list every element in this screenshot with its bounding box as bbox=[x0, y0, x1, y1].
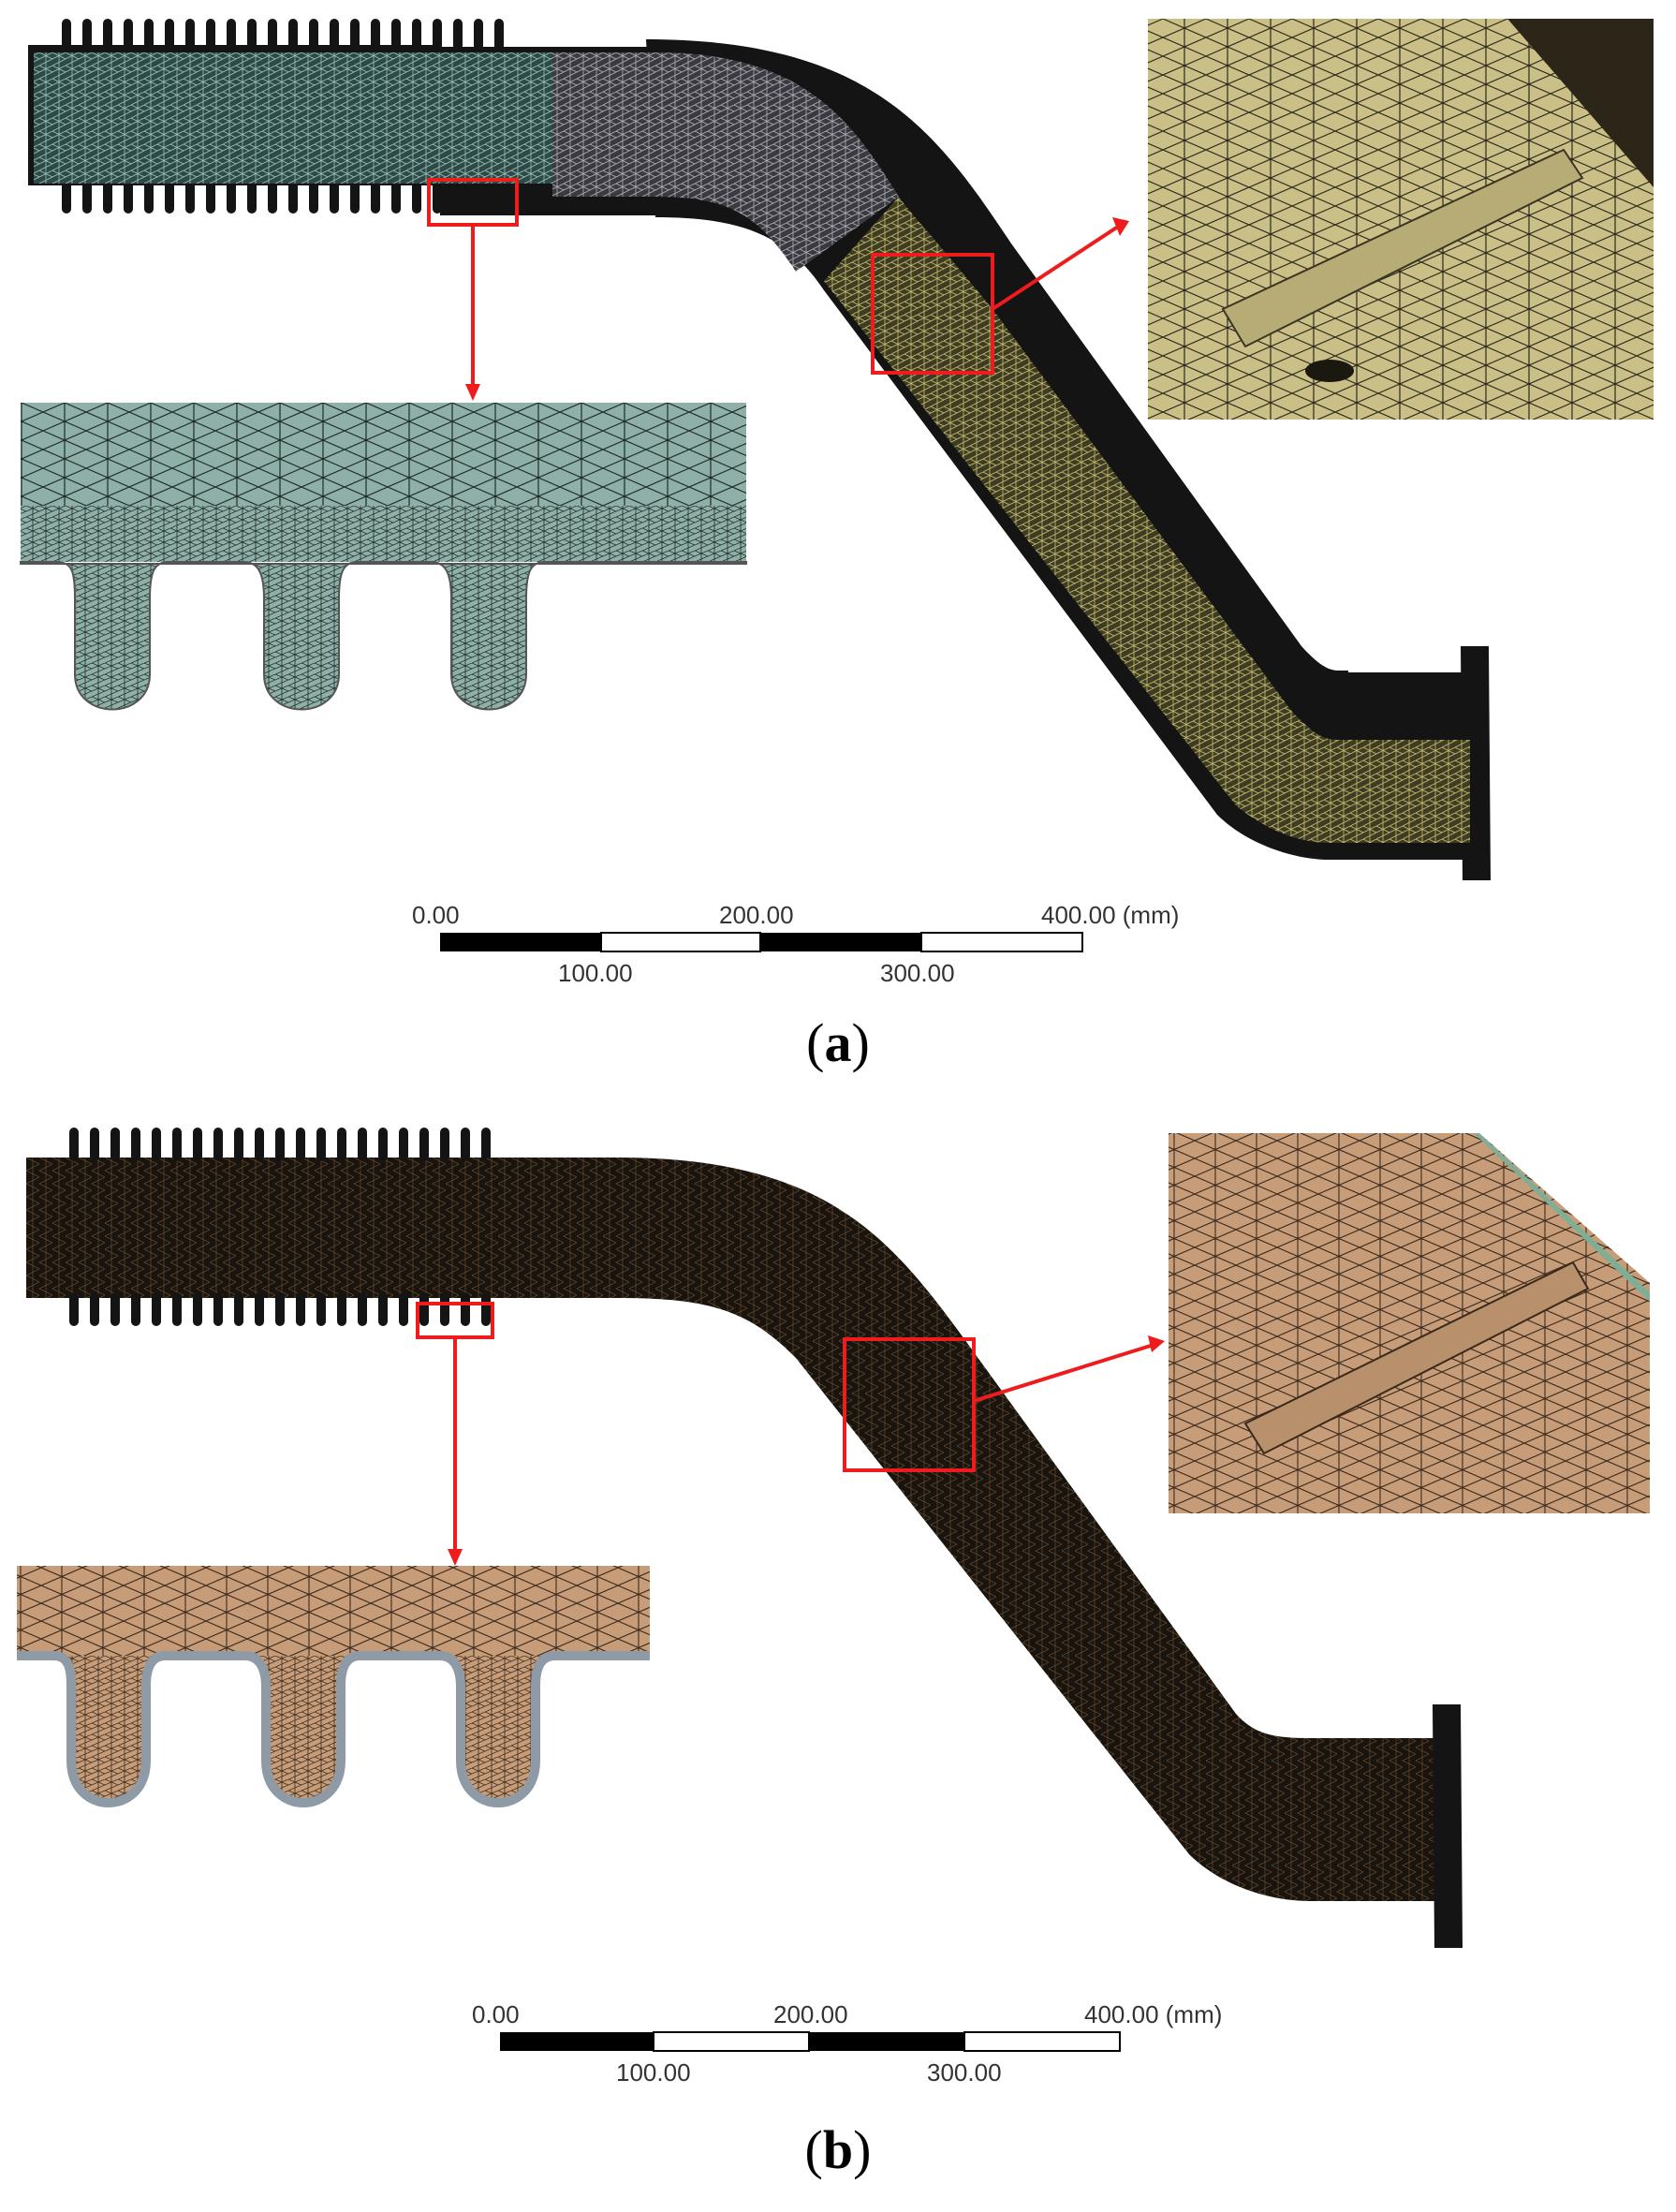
scale-tick-200: 200.00 bbox=[719, 901, 794, 929]
zoom-callout-rod-b bbox=[843, 1335, 1165, 1472]
scale-tick-400: 400.00 (mm) bbox=[1041, 901, 1179, 929]
callout-arrow-icon bbox=[973, 1343, 1154, 1403]
scale-tick-200: 200.00 bbox=[773, 2000, 848, 2028]
pipe-wall-b bbox=[26, 1128, 1463, 1948]
rod-detail-b bbox=[1169, 1133, 1650, 1513]
scale-tick-0: 0.00 bbox=[472, 2000, 520, 2028]
panel-b-figure: 0.00 200.00 400.00 (mm) 100.00 300.00 bbox=[17, 1128, 1650, 2087]
callout-arrow-icon bbox=[991, 225, 1120, 311]
scale-tick-0: 0.00 bbox=[412, 901, 460, 929]
scale-tick-400: 400.00 (mm) bbox=[1084, 2000, 1222, 2028]
panel-a-caption: (a) bbox=[806, 1012, 870, 1073]
rod-detail-a bbox=[1148, 19, 1654, 420]
scale-tick-300: 300.00 bbox=[927, 2058, 1002, 2087]
zoom-box-icon bbox=[843, 1337, 976, 1472]
scale-tick-100: 100.00 bbox=[616, 2058, 691, 2087]
zoom-callout-corrugation-b bbox=[416, 1302, 494, 1566]
panel-a-figure: 0.00 200.00 400.00 (mm) 100.00 300.00 bbox=[20, 19, 1654, 987]
zoom-box-icon bbox=[871, 253, 994, 375]
scale-bar-b: 0.00 200.00 400.00 (mm) 100.00 300.00 bbox=[472, 2000, 1222, 2087]
pipe-mesh-a bbox=[34, 52, 1470, 843]
panel-b: 0.00 200.00 400.00 (mm) 100.00 300.00 (b… bbox=[0, 1105, 1676, 2212]
scale-tick-100: 100.00 bbox=[558, 959, 633, 987]
zoom-callout-rod-a bbox=[871, 217, 1129, 375]
scale-bar-a: 0.00 200.00 400.00 (mm) 100.00 300.00 bbox=[412, 901, 1179, 987]
corrugation-detail-b bbox=[17, 1566, 650, 1807]
zoom-callout-corrugation-a bbox=[427, 178, 519, 401]
panel-b-caption: (b) bbox=[804, 2119, 872, 2180]
corrugation-detail-a bbox=[20, 403, 747, 711]
panel-a: 0.00 200.00 400.00 (mm) 100.00 300.00 (a… bbox=[0, 0, 1676, 1105]
scale-tick-300: 300.00 bbox=[880, 959, 955, 987]
